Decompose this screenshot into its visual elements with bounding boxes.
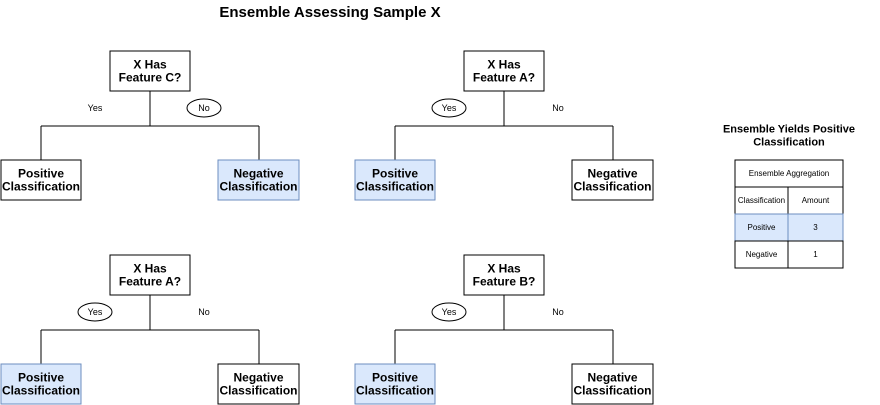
no-edge-label: No	[552, 103, 564, 113]
negative-leaf-node	[571, 159, 654, 201]
positive-leaf-label: Positive	[372, 167, 418, 181]
tree-connector	[394, 295, 614, 364]
table-cell	[787, 213, 844, 242]
no-edge-label: No	[552, 307, 564, 317]
positive-leaf-label: Positive	[18, 167, 64, 181]
tree-connector	[40, 295, 260, 364]
negative-leaf-label: Negative	[233, 167, 283, 181]
negative-leaf-label: Negative	[587, 167, 637, 181]
no-edge-label: No	[198, 103, 210, 113]
positive-leaf-label: Positive	[372, 371, 418, 385]
summary-title: Classification	[753, 137, 825, 149]
question-label: X Has	[487, 58, 521, 72]
positive-leaf-node	[354, 363, 436, 405]
question-node	[109, 254, 191, 296]
table-cell	[734, 240, 789, 269]
negative-leaf-node	[217, 363, 300, 405]
negative-leaf-label: Negative	[233, 371, 283, 385]
selected-branch-marker	[431, 98, 467, 118]
tree-connector	[394, 91, 614, 160]
no-edge-label: No	[198, 307, 210, 317]
positive-leaf-node	[0, 363, 82, 405]
question-node	[463, 254, 545, 296]
positive-leaf-node	[0, 159, 82, 201]
tree-connector	[40, 91, 260, 160]
question-label: X Has	[487, 262, 521, 276]
negative-leaf-label: Classification	[573, 180, 651, 194]
positive-leaf-node	[354, 159, 436, 201]
amount-value: 3	[813, 223, 818, 232]
question-label: X Has	[133, 262, 167, 276]
column-header: Amount	[802, 196, 830, 205]
diagram-title: Ensemble Assessing Sample X	[219, 4, 440, 21]
question-label: Feature A?	[473, 71, 535, 85]
yes-edge-label: Yes	[442, 103, 457, 113]
yes-edge-label: Yes	[88, 307, 103, 317]
selected-branch-marker	[186, 98, 222, 118]
question-node	[109, 50, 191, 92]
summary-title: Ensemble Yields Positive	[723, 124, 855, 136]
question-label: Feature B?	[473, 275, 536, 289]
selected-branch-marker	[431, 302, 467, 322]
table-cell	[734, 213, 789, 242]
positive-leaf-label: Classification	[356, 384, 434, 398]
positive-leaf-label: Classification	[2, 180, 80, 194]
positive-leaf-label: Classification	[356, 180, 434, 194]
summary-panel: Ensemble Yields PositiveClassificationEn…	[723, 124, 855, 269]
negative-leaf-node	[217, 159, 300, 201]
negative-leaf-label: Classification	[573, 384, 651, 398]
positive-leaf-label: Positive	[18, 371, 64, 385]
classification-value: Negative	[746, 250, 778, 259]
negative-leaf-label: Classification	[219, 384, 297, 398]
question-label: Feature A?	[119, 275, 181, 289]
negative-leaf-node	[571, 363, 654, 405]
question-node	[463, 50, 545, 92]
classification-value: Positive	[747, 223, 776, 232]
selected-branch-marker	[77, 302, 113, 322]
positive-leaf-label: Classification	[2, 384, 80, 398]
yes-edge-label: Yes	[442, 307, 457, 317]
column-header: Classification	[738, 196, 785, 205]
question-label: Feature C?	[119, 71, 182, 85]
amount-value: 1	[813, 250, 818, 259]
yes-edge-label: Yes	[88, 103, 103, 113]
aggregation-header: Ensemble Aggregation	[749, 169, 830, 178]
question-label: X Has	[133, 58, 167, 72]
negative-leaf-label: Classification	[219, 180, 297, 194]
table-cell	[787, 240, 844, 269]
negative-leaf-label: Negative	[587, 371, 637, 385]
